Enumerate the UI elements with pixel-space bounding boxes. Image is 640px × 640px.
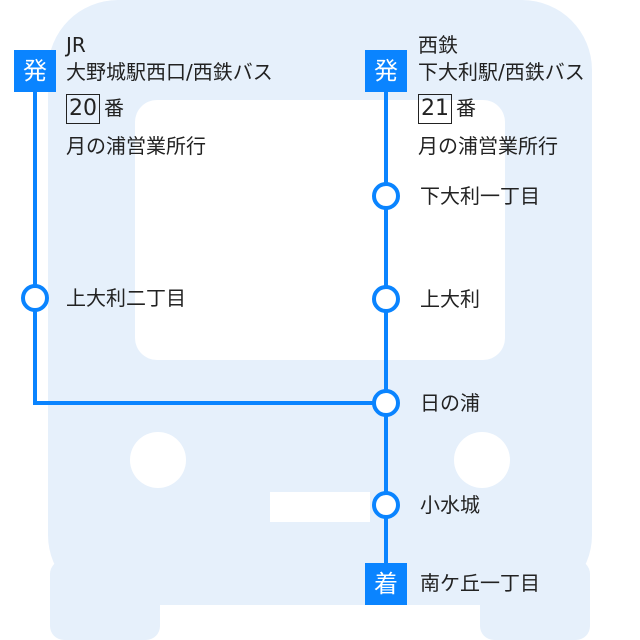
stop-marker [372, 182, 400, 210]
operator-label: 西鉄 [418, 33, 458, 57]
route-lines [33, 90, 388, 570]
stop-markers [21, 182, 400, 519]
stop-marker [372, 285, 400, 313]
origin-stop: 下大利駅/西鉄バス [418, 60, 585, 84]
route-number-suffix: 番 [456, 96, 476, 120]
stop-marker [372, 389, 400, 417]
route-number-box: 20 [66, 94, 100, 124]
bus-windshield [135, 100, 505, 360]
depart-badge: 発 [365, 50, 407, 92]
destination: 月の浦営業所行 [66, 134, 206, 158]
stop-marker [21, 284, 49, 312]
bus-headlight-right [454, 432, 510, 488]
arrive-badge: 着 [365, 563, 407, 605]
stop-name: 下大利一丁目 [420, 184, 540, 208]
stop-name: 小水城 [420, 493, 480, 517]
stop-name: 上大利 [420, 287, 480, 311]
route-number-box: 21 [418, 94, 452, 124]
destination: 月の浦営業所行 [418, 134, 558, 158]
bus-grille [270, 492, 370, 522]
operator-label: JR [66, 33, 86, 57]
bus-headlight-left [130, 432, 186, 488]
stop-name: 日の浦 [420, 391, 480, 415]
depart-badge: 発 [14, 50, 56, 92]
origin-stop: 大野城駅西口/西鉄バス [66, 60, 273, 84]
route-number-suffix: 番 [104, 96, 124, 120]
left-route-line [33, 90, 386, 405]
stop-marker [372, 491, 400, 519]
stop-name: 上大利二丁目 [66, 286, 186, 310]
arrival-stop: 南ケ丘一丁目 [420, 571, 540, 595]
